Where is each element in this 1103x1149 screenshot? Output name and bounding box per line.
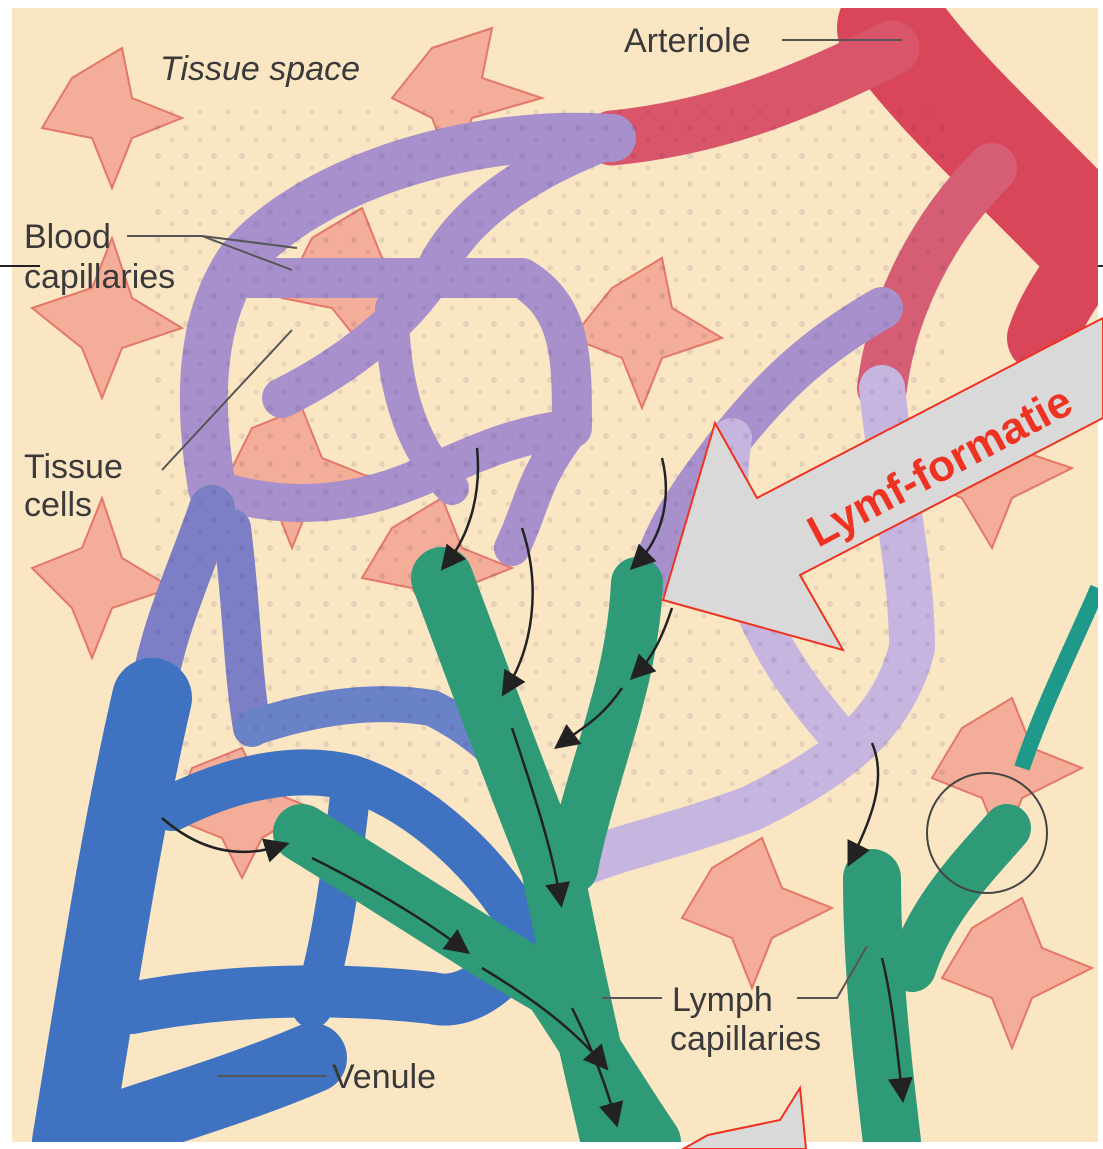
callout-arrow-bottom bbox=[683, 1088, 806, 1149]
callout-arrow-lymf-formatie: Lymf-formatie bbox=[663, 318, 1103, 650]
